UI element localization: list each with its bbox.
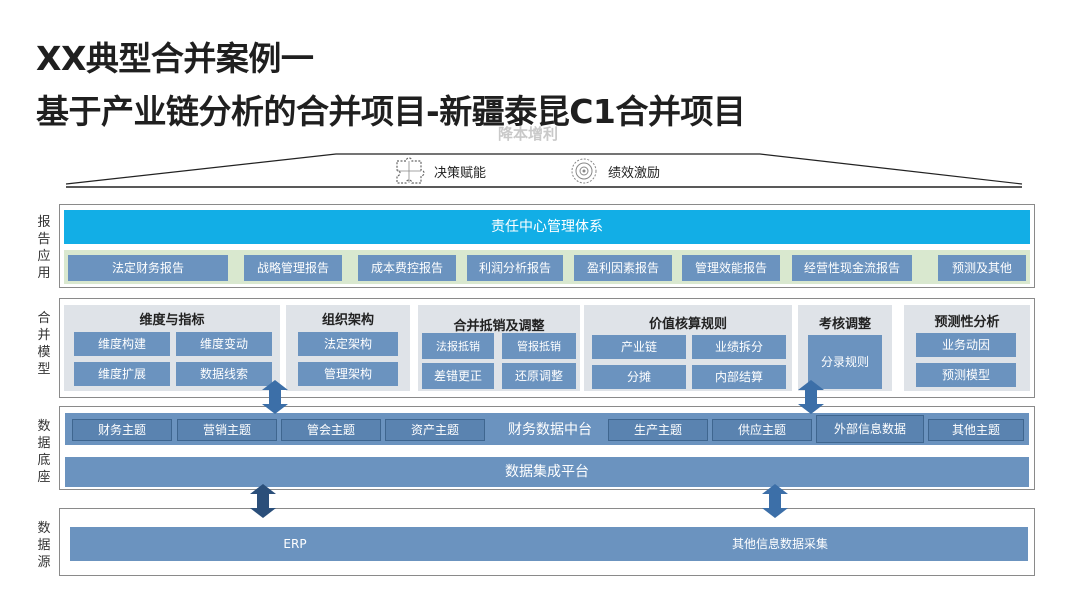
responsibility-banner: 责任中心管理体系 — [64, 210, 1030, 244]
model-item-mgmt-structure: 管理架构 — [298, 362, 398, 386]
topic-mgmt-accounting: 管会主题 — [281, 419, 381, 441]
model-item-error-fix: 差错更正 — [422, 363, 494, 389]
topic-finance: 财务主题 — [72, 419, 172, 441]
model-item-internal-settle: 内部结算 — [692, 365, 786, 389]
side-label-data-base: 数据底座 — [37, 419, 51, 485]
arrow-model-to-base-left — [262, 380, 288, 414]
side-label-report: 报告应用 — [37, 215, 51, 281]
report-item-forecast: 预测及其他 — [938, 255, 1026, 281]
model-item-data-clue: 数据线索 — [176, 362, 272, 386]
side-label-data-source: 数据源 — [37, 521, 51, 570]
model-item-entry-rules: 分录规则 — [808, 335, 882, 389]
side-label-consolidation: 合并模型 — [37, 311, 51, 377]
roof-shape — [65, 153, 1023, 188]
arrow-base-to-source-right — [762, 484, 788, 518]
page-title: XX典型合并案例一 — [36, 39, 314, 78]
roof-item-decision: 决策赋能 — [394, 157, 486, 185]
model-item-allocation: 分摊 — [592, 365, 686, 389]
roof-watermark: 降本增利 — [498, 125, 559, 143]
model-item-dim-expand: 维度扩展 — [74, 362, 170, 386]
data-source-section: ERP 其他信息数据采集 — [59, 508, 1035, 576]
topic-assets: 资产主题 — [385, 419, 485, 441]
arrow-model-to-base-right — [798, 380, 824, 414]
data-source-bar — [70, 527, 1028, 561]
model-item-perf-split: 业绩拆分 — [692, 335, 786, 359]
panel-title-elimination: 合并抵销及调整 — [453, 319, 545, 334]
model-item-dim-build: 维度构建 — [74, 332, 170, 356]
topic-other: 其他主题 — [928, 419, 1024, 441]
page-subtitle: 基于产业链分析的合并项目-新疆泰昆C1合并项目 — [36, 92, 746, 131]
topic-supply: 供应主题 — [712, 419, 812, 441]
report-item-legal: 法定财务报告 — [68, 255, 228, 281]
panel-elimination: 合并抵销及调整 法报抵销 管报抵销 差错更正 还原调整 — [418, 305, 580, 391]
panel-predictive: 预测性分析 业务动因 预测模型 — [904, 305, 1030, 391]
report-item-cost: 成本费控报告 — [358, 255, 456, 281]
topic-marketing: 营销主题 — [177, 419, 277, 441]
model-item-dim-change: 维度变动 — [176, 332, 272, 356]
arrow-base-to-source-left — [250, 484, 276, 518]
model-item-business-driver: 业务动因 — [916, 333, 1016, 357]
data-integration-platform: 数据集成平台 — [65, 457, 1029, 487]
consolidation-section: 维度与指标 维度构建 维度变动 维度扩展 数据线索 组织架构 法定架构 管理架构… — [59, 298, 1035, 398]
source-erp: ERP — [283, 537, 307, 551]
roof-item-incentive: 绩效激励 — [568, 157, 660, 185]
panel-dimensions: 维度与指标 维度构建 维度变动 维度扩展 数据线索 — [64, 305, 280, 391]
financial-data-center-label: 财务数据中台 — [508, 422, 592, 438]
roof-label-decision: 决策赋能 — [434, 165, 487, 181]
model-item-forecast-model: 预测模型 — [916, 363, 1016, 387]
source-other-collection: 其他信息数据采集 — [731, 537, 828, 551]
report-item-factor: 盈利因素报告 — [574, 255, 672, 281]
roof-label-incentive: 绩效激励 — [608, 165, 661, 181]
panel-organization: 组织架构 法定架构 管理架构 — [286, 305, 410, 391]
model-item-chain: 产业链 — [592, 335, 686, 359]
model-item-mgmt-elim: 管报抵销 — [502, 333, 576, 359]
panel-valuation: 价值核算规则 产业链 业绩拆分 分摊 内部结算 — [584, 305, 792, 391]
report-item-efficiency: 管理效能报告 — [682, 255, 780, 281]
topic-production: 生产主题 — [608, 419, 708, 441]
panel-title-predictive: 预测性分析 — [934, 315, 1000, 330]
model-item-legal-structure: 法定架构 — [298, 332, 398, 356]
report-item-cashflow: 经营性现金流报告 — [792, 255, 912, 281]
panel-title-dimensions: 维度与指标 — [139, 313, 205, 328]
panel-title-organization: 组织架构 — [321, 313, 374, 328]
panel-title-assessment: 考核调整 — [818, 317, 871, 332]
model-item-restore-adjust: 还原调整 — [502, 363, 576, 389]
model-item-legal-elim: 法报抵销 — [422, 333, 494, 359]
report-item-profit: 利润分析报告 — [467, 255, 563, 281]
panel-title-valuation: 价值核算规则 — [648, 317, 727, 332]
panel-assessment: 考核调整 分录规则 — [798, 305, 892, 391]
topic-external-data: 外部信息数据 — [816, 415, 924, 443]
report-section: 责任中心管理体系 法定财务报告 战略管理报告 成本费控报告 利润分析报告 盈利因… — [59, 204, 1035, 288]
puzzle-icon — [396, 157, 425, 184]
report-item-strategy: 战略管理报告 — [244, 255, 342, 281]
target-icon — [571, 158, 597, 184]
data-base-section: 财务主题 营销主题 管会主题 资产主题 财务数据中台 生产主题 供应主题 外部信… — [59, 406, 1035, 490]
